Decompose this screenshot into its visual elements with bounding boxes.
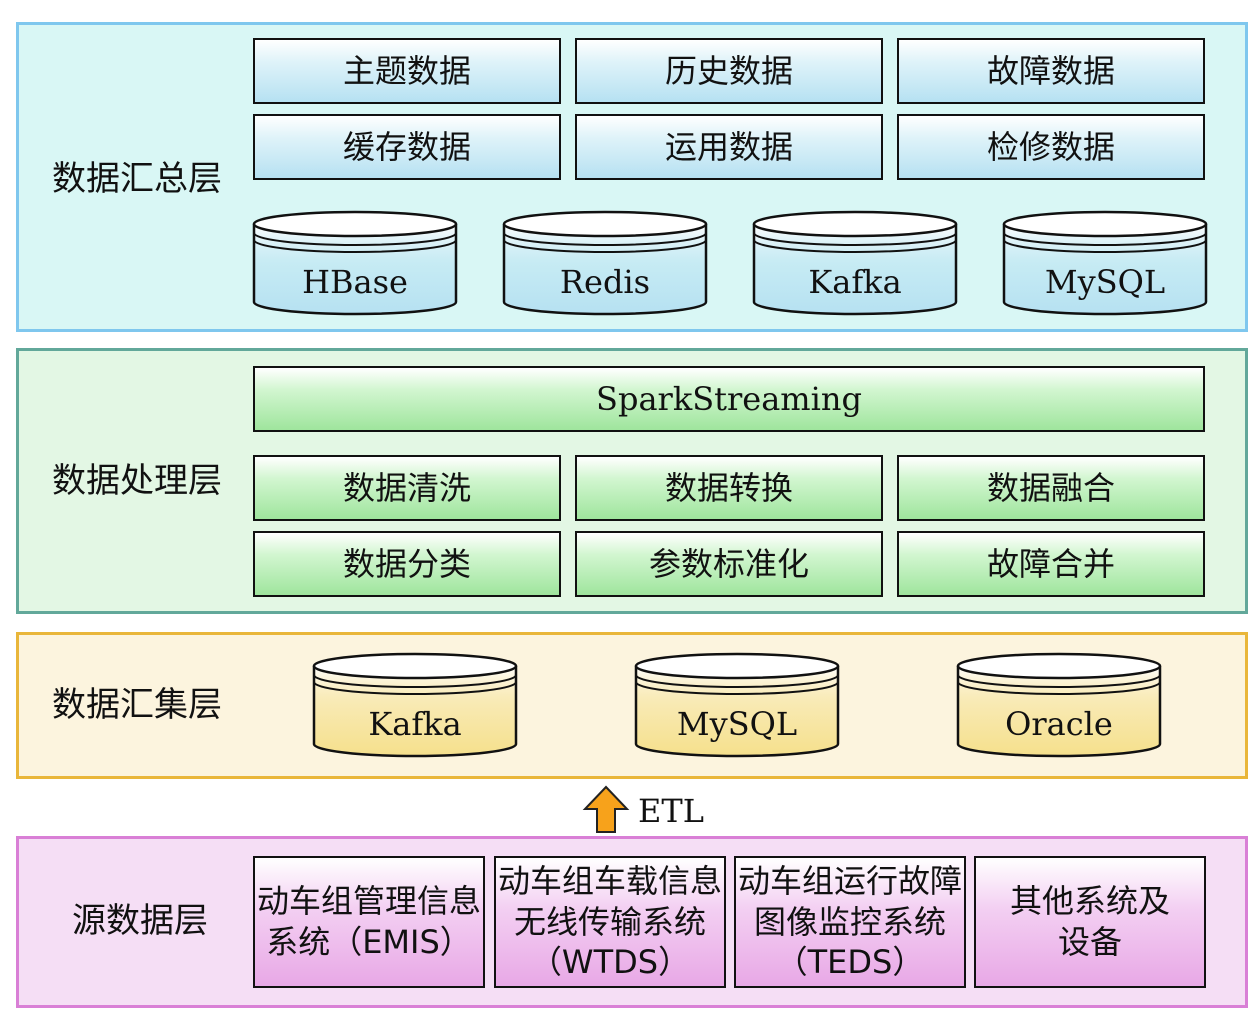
etl-label: ETL [638, 792, 704, 830]
etl-up-arrow-icon [582, 785, 630, 833]
parameter-normalization-box: 参数标准化 [575, 531, 883, 597]
mysql-summary-database: MySQL [1002, 210, 1208, 316]
hbase-label: HBase [302, 263, 408, 301]
mysql-summary-label: MySQL [1044, 263, 1166, 301]
other-systems-label: 其他系统及设备 [1010, 882, 1171, 961]
mysql-collection-database: MySQL [634, 652, 840, 758]
fault-data-box: 故障数据 [897, 38, 1205, 104]
history-data-box: 历史数据 [575, 38, 883, 104]
source-layer-label: 源数据层 [72, 901, 208, 941]
operation-data-box: 运用数据 [575, 114, 883, 180]
other-systems-box: 其他系统及设备 [974, 856, 1206, 988]
mysql-collection-label: MySQL [676, 705, 798, 743]
wtds-system-label: 动车组车载信息无线传输系统（WTDS） [497, 861, 722, 982]
emis-system-label: 动车组管理信息系统（EMIS） [256, 882, 481, 961]
redis-database: Redis [502, 210, 708, 316]
emis-system-box: 动车组管理信息系统（EMIS） [253, 856, 485, 988]
cache-data-box: 缓存数据 [253, 114, 561, 180]
data-cleaning-box: 数据清洗 [253, 455, 561, 521]
topic-data-box: 主题数据 [253, 38, 561, 104]
data-fusion-box: 数据融合 [897, 455, 1205, 521]
wtds-system-box: 动车组车载信息无线传输系统（WTDS） [494, 856, 726, 988]
hbase-database: HBase [252, 210, 458, 316]
fault-merge-box: 故障合并 [897, 531, 1205, 597]
oracle-label: Oracle [1005, 705, 1113, 743]
teds-system-label: 动车组运行故障图像监控系统（TEDS） [737, 861, 962, 982]
collection-layer-label: 数据汇集层 [52, 685, 222, 725]
oracle-database: Oracle [956, 652, 1162, 758]
kafka-summary-database: Kafka [752, 210, 958, 316]
maintenance-data-box: 检修数据 [897, 114, 1205, 180]
processing-layer-label: 数据处理层 [52, 461, 222, 501]
summary-layer-label: 数据汇总层 [52, 159, 222, 199]
teds-system-box: 动车组运行故障图像监控系统（TEDS） [734, 856, 966, 988]
kafka-summary-label: Kafka [808, 263, 902, 301]
redis-label: Redis [559, 263, 651, 301]
data-conversion-box: 数据转换 [575, 455, 883, 521]
spark-streaming-box: SparkStreaming [253, 366, 1205, 432]
kafka-collection-database: Kafka [312, 652, 518, 758]
kafka-collection-label: Kafka [368, 705, 462, 743]
data-classification-box: 数据分类 [253, 531, 561, 597]
